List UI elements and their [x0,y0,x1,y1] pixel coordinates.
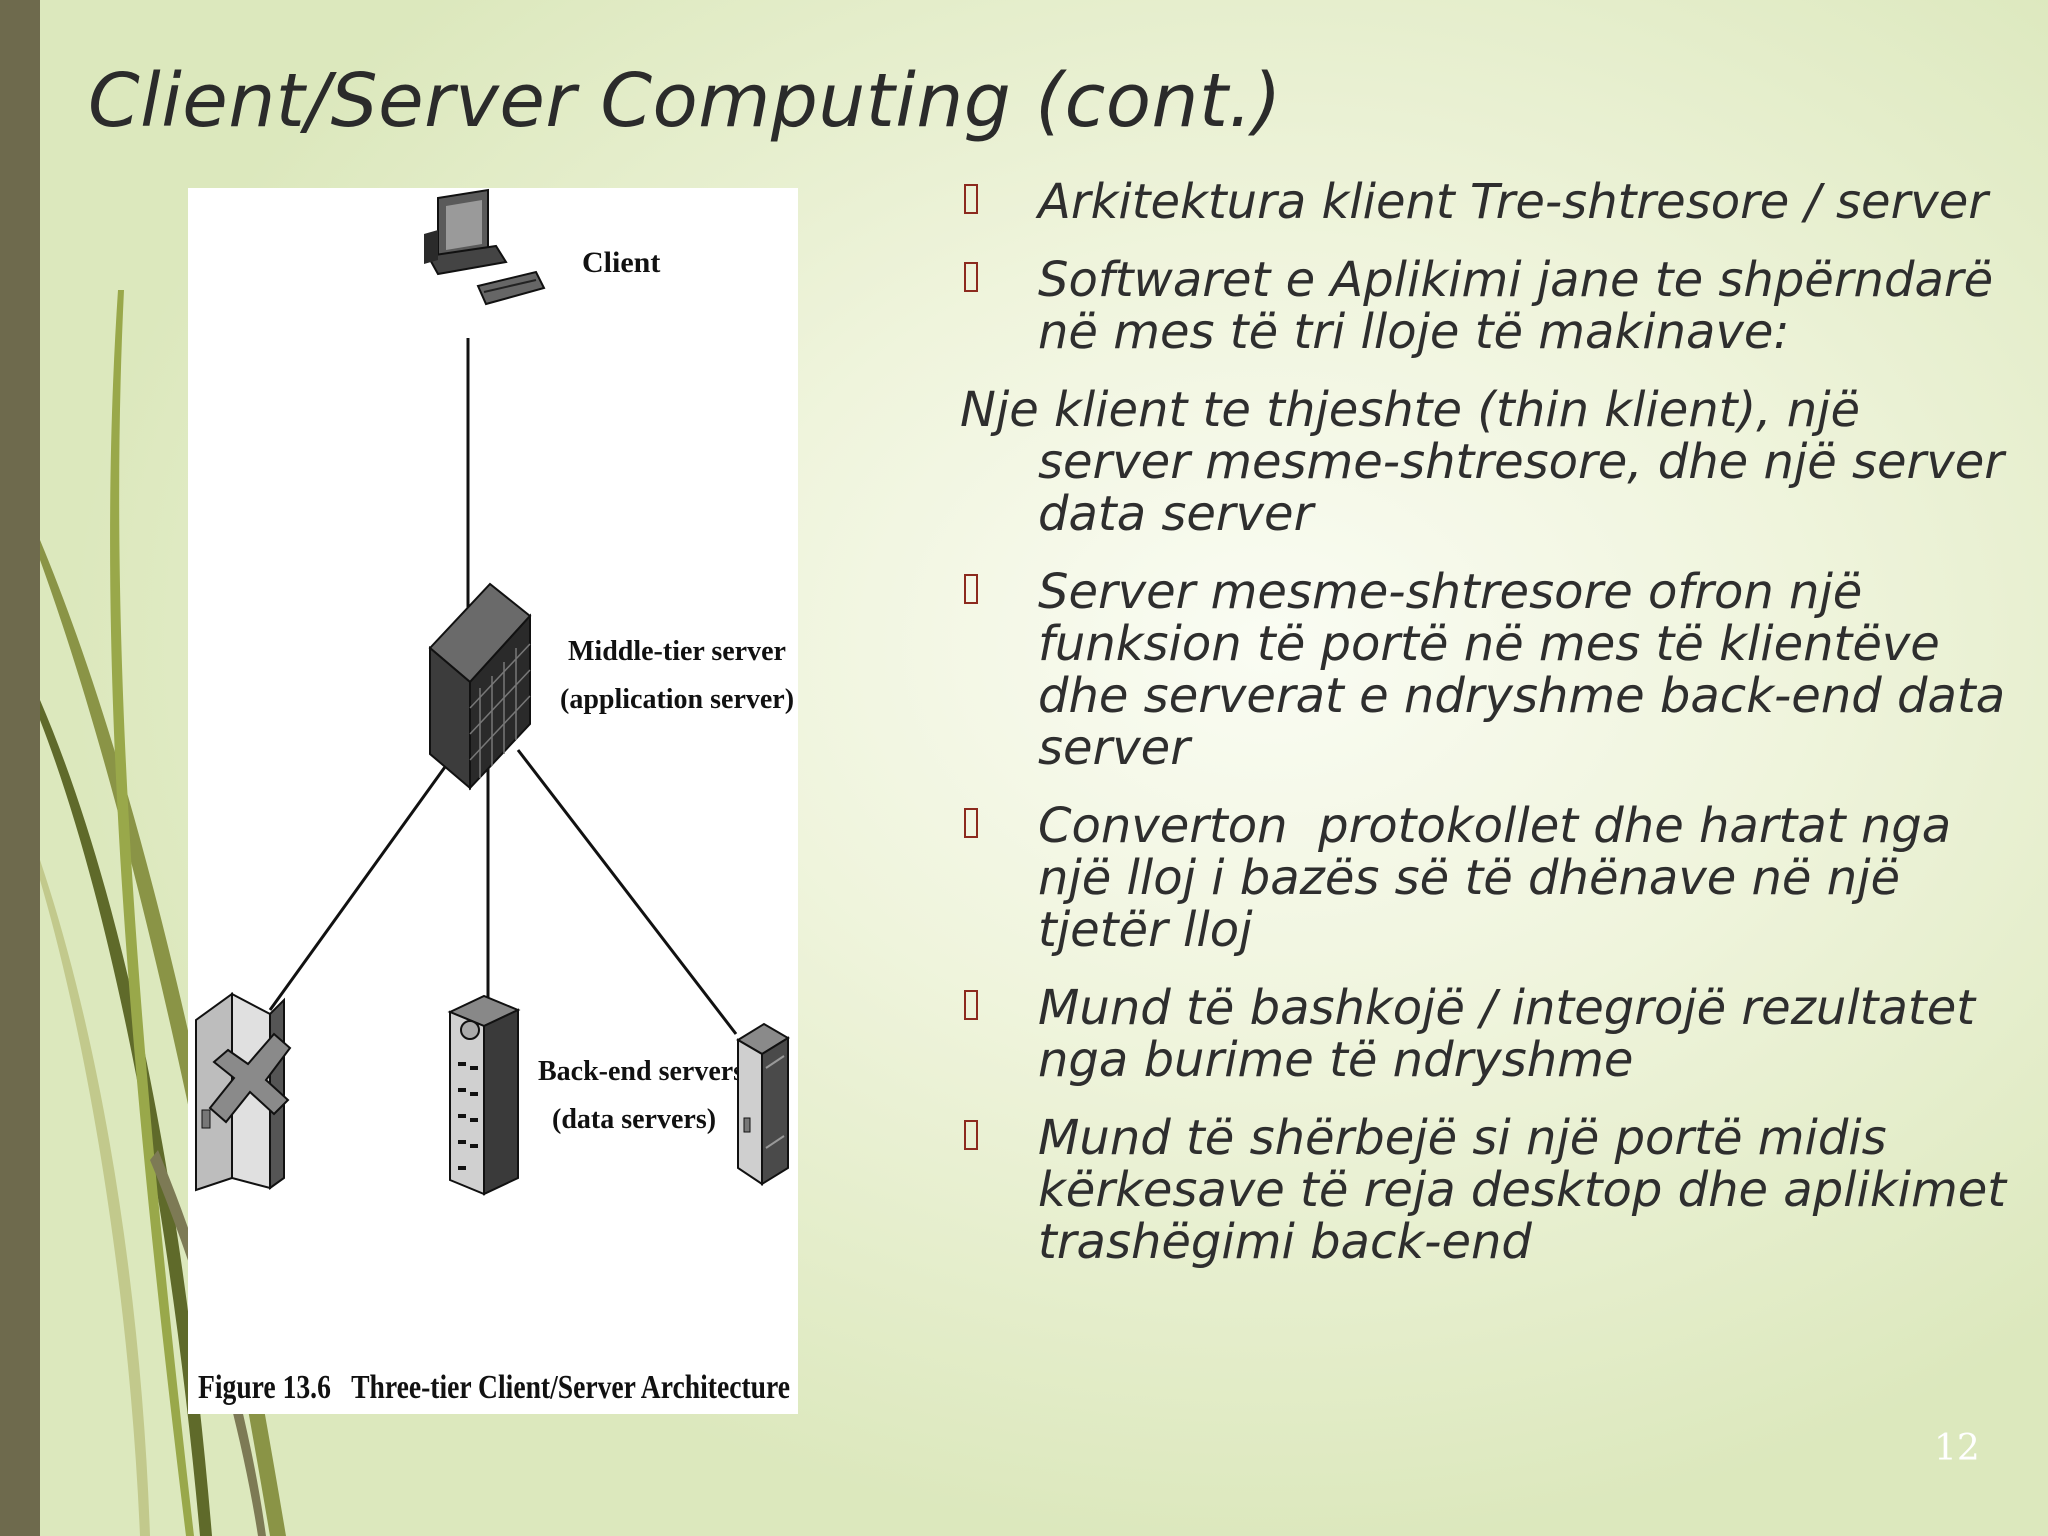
middle-tier-label-line2: (application server) [560,684,794,715]
bullet-item: Mund të shërbejë si një portë midis kërk… [960,1112,2020,1268]
bullet-text: Converton protokollet dhe hartat nga një… [1038,798,1967,958]
bullet-marker-icon [964,808,978,838]
client-label: Client [582,246,660,279]
bullet-text: Server mesme-shtresore ofron një funksio… [1038,564,2006,776]
middle-tier-server-icon [428,582,532,791]
bullet-item: Server mesme-shtresore ofron një funksio… [960,566,2020,774]
bullet-item: Arkitektura klient Tre-shtresore / serve… [960,176,2020,228]
backend-label-line1: Back-end servers [538,1056,744,1087]
backend-server-tower-icon [447,994,521,1196]
architecture-figure: Client Middle-tier server (application s… [188,188,798,1414]
bullet-text: Mund të shërbejë si një portë midis kërk… [1038,1110,2007,1270]
bullet-marker-icon [964,1120,978,1150]
figure-caption: Figure 13.6 Three-tier Client/Server Arc… [198,1369,790,1406]
slide-number: 12 [1934,1428,1980,1469]
client-computer-icon [424,188,546,306]
backend-server-cabinet-icon [736,1022,790,1186]
backend-label-line2: (data servers) [552,1104,716,1135]
bullet-text: Mund të bashkojë / integrojë rezultatet … [1038,980,1976,1088]
middle-tier-label-line1: Middle-tier server [568,636,786,667]
bullet-marker-icon [964,990,978,1020]
backend-server-cross-icon [195,992,292,1192]
connection-lines [268,338,738,1035]
bullet-item: Converton protokollet dhe hartat nga një… [960,800,2020,956]
bullet-marker-icon [964,574,978,604]
bullet-text: Softwaret e Aplikimi jane te shpërndarë … [1038,252,1994,360]
bullet-marker-icon [964,184,978,214]
bullet-text: Arkitektura klient Tre-shtresore / serve… [1038,174,1988,230]
bullet-marker-icon [964,262,978,292]
left-accent-bar [0,0,40,1536]
bullet-list: Arkitektura klient Tre-shtresore / serve… [960,176,2020,1294]
paragraph-text: Nje klient te thjeshte (thin klient), nj… [960,382,2004,542]
slide-title: Client/Server Computing (cont.) [88,58,1282,144]
plain-paragraph: Nje klient te thjeshte (thin klient), nj… [960,384,2020,540]
bullet-item: Mund të bashkojë / integrojë rezultatet … [960,982,2020,1086]
bullet-item: Softwaret e Aplikimi jane te shpërndarë … [960,254,2020,358]
